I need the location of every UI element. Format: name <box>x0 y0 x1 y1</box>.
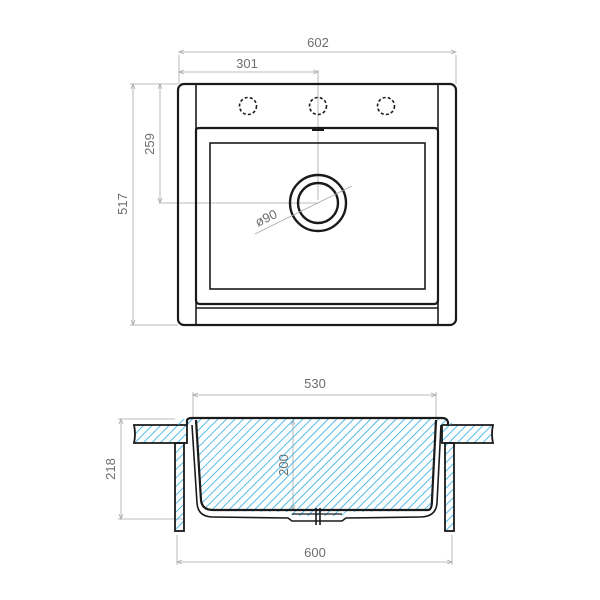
tap-holes <box>238 96 396 116</box>
sink-outline-top <box>176 82 458 327</box>
basin-outline <box>209 142 426 290</box>
tap-hole-left-icon <box>238 96 258 116</box>
dim-label-602: 602 <box>307 35 329 50</box>
overflow-icon <box>312 128 324 131</box>
dim-label-600: 600 <box>304 545 326 560</box>
dim-label-530: 530 <box>304 376 326 391</box>
dim-label-218: 218 <box>103 458 118 480</box>
countertop-right <box>441 424 495 532</box>
top-view: 602 301 517 259 <box>115 35 458 327</box>
dim-label-301: 301 <box>236 56 258 71</box>
dimension-bowl-width: 530 <box>193 376 436 418</box>
dim-label-259: 259 <box>142 133 157 155</box>
countertop-left <box>132 424 188 532</box>
dimension-overall-height: 218 <box>103 419 185 519</box>
drain-outer-icon <box>288 173 348 233</box>
dim-label-517: 517 <box>115 193 130 215</box>
dimension-drain-offset: 259 <box>142 84 318 203</box>
cabinet-wall-left <box>174 442 185 532</box>
sink-body-section <box>178 416 452 525</box>
drain-inner-icon <box>296 181 340 225</box>
tap-hole-right-icon <box>376 96 396 116</box>
dimension-overall-width: 602 <box>179 35 456 84</box>
section-view: 530 600 218 200 <box>103 376 495 565</box>
dimension-cutout-width: 600 <box>177 535 452 565</box>
tap-hole-center-icon <box>308 96 328 116</box>
dimension-tap-offset: 301 <box>179 56 318 200</box>
drain: ø90 <box>253 173 353 235</box>
dim-label-drain-diameter: ø90 <box>253 206 280 229</box>
cabinet-wall-right <box>444 442 455 532</box>
dimension-overall-depth: 517 <box>115 84 178 325</box>
